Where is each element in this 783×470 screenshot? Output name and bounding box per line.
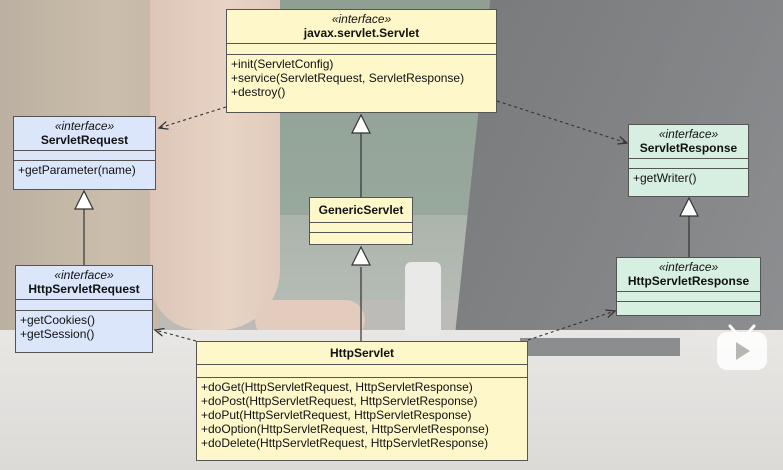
generalization-triangle: [351, 245, 371, 266]
video-play-icon[interactable]: [714, 322, 770, 374]
operation: +doPut(HttpServletRequest, HttpServletRe…: [201, 408, 472, 422]
generalization-triangle: [679, 196, 699, 217]
operation: +doGet(HttpServletRequest, HttpServletRe…: [201, 380, 473, 394]
operation: +doDelete(HttpServletRequest, HttpServle…: [201, 436, 489, 450]
class-servlet-response: «interface» ServletResponse +getWriter(): [628, 124, 749, 197]
operation: +init(ServletConfig): [231, 57, 334, 71]
class-name: GenericServlet: [318, 203, 404, 217]
attributes-section: [16, 300, 152, 311]
operation: +doOption(HttpServletRequest, HttpServle…: [201, 422, 489, 436]
class-name: ServletRequest: [40, 133, 129, 147]
attributes-section: [197, 365, 527, 378]
operations-section: +getWriter(): [629, 169, 748, 188]
operations-section: [310, 233, 412, 242]
attributes-section: [14, 151, 155, 161]
class-http-servlet-response: «interface» HttpServletResponse: [616, 257, 761, 316]
operations-section: +init(ServletConfig) +service(ServletReq…: [227, 55, 496, 102]
operations-section: [617, 302, 760, 311]
class-name: HttpServletResponse: [627, 274, 750, 288]
class-name: HttpServlet: [329, 346, 394, 360]
operations-section: +doGet(HttpServletRequest, HttpServletRe…: [197, 378, 527, 453]
class-http-servlet-request: «interface» HttpServletRequest +getCooki…: [15, 265, 153, 353]
attributes-section: [227, 44, 496, 55]
attributes-section: [617, 292, 760, 302]
attributes-section: [629, 159, 748, 169]
dependency-arrow: [159, 106, 227, 128]
operation: +getCookies(): [20, 313, 96, 327]
operations-section: +getParameter(name): [14, 161, 155, 180]
stereotype-label: «interface»: [54, 268, 114, 282]
operation: +getParameter(name): [18, 163, 136, 177]
class-servlet-request: «interface» ServletRequest +getParameter…: [13, 116, 156, 190]
operation: +doPost(HttpServletRequest, HttpServletR…: [201, 394, 478, 408]
operation: +getWriter(): [633, 171, 697, 185]
class-name: ServletResponse: [639, 141, 738, 155]
class-generic-servlet: GenericServlet: [309, 197, 413, 245]
class-name: javax.servlet.Servlet: [303, 26, 420, 40]
dependency-arrow: [527, 311, 615, 341]
class-name: HttpServletRequest: [28, 282, 140, 296]
stereotype-label: «interface»: [658, 260, 719, 274]
class-servlet: «interface» javax.servlet.Servlet +init(…: [226, 9, 497, 113]
operation: +getSession(): [20, 327, 95, 341]
operation: +service(ServletRequest, ServletResponse…: [231, 71, 465, 85]
dependency-arrow: [496, 100, 627, 143]
operations-section: +getCookies() +getSession(): [16, 311, 152, 344]
generalization-triangle: [351, 113, 371, 134]
stereotype-label: «interface»: [54, 119, 115, 133]
operation: +destroy(): [231, 85, 286, 99]
dependency-arrow: [155, 330, 197, 342]
class-http-servlet: HttpServlet +doGet(HttpServletRequest, H…: [196, 341, 528, 461]
stereotype-label: «interface»: [331, 12, 392, 26]
attributes-section: [310, 223, 412, 233]
generalization-triangle: [74, 189, 94, 210]
stereotype-label: «interface»: [658, 127, 719, 141]
